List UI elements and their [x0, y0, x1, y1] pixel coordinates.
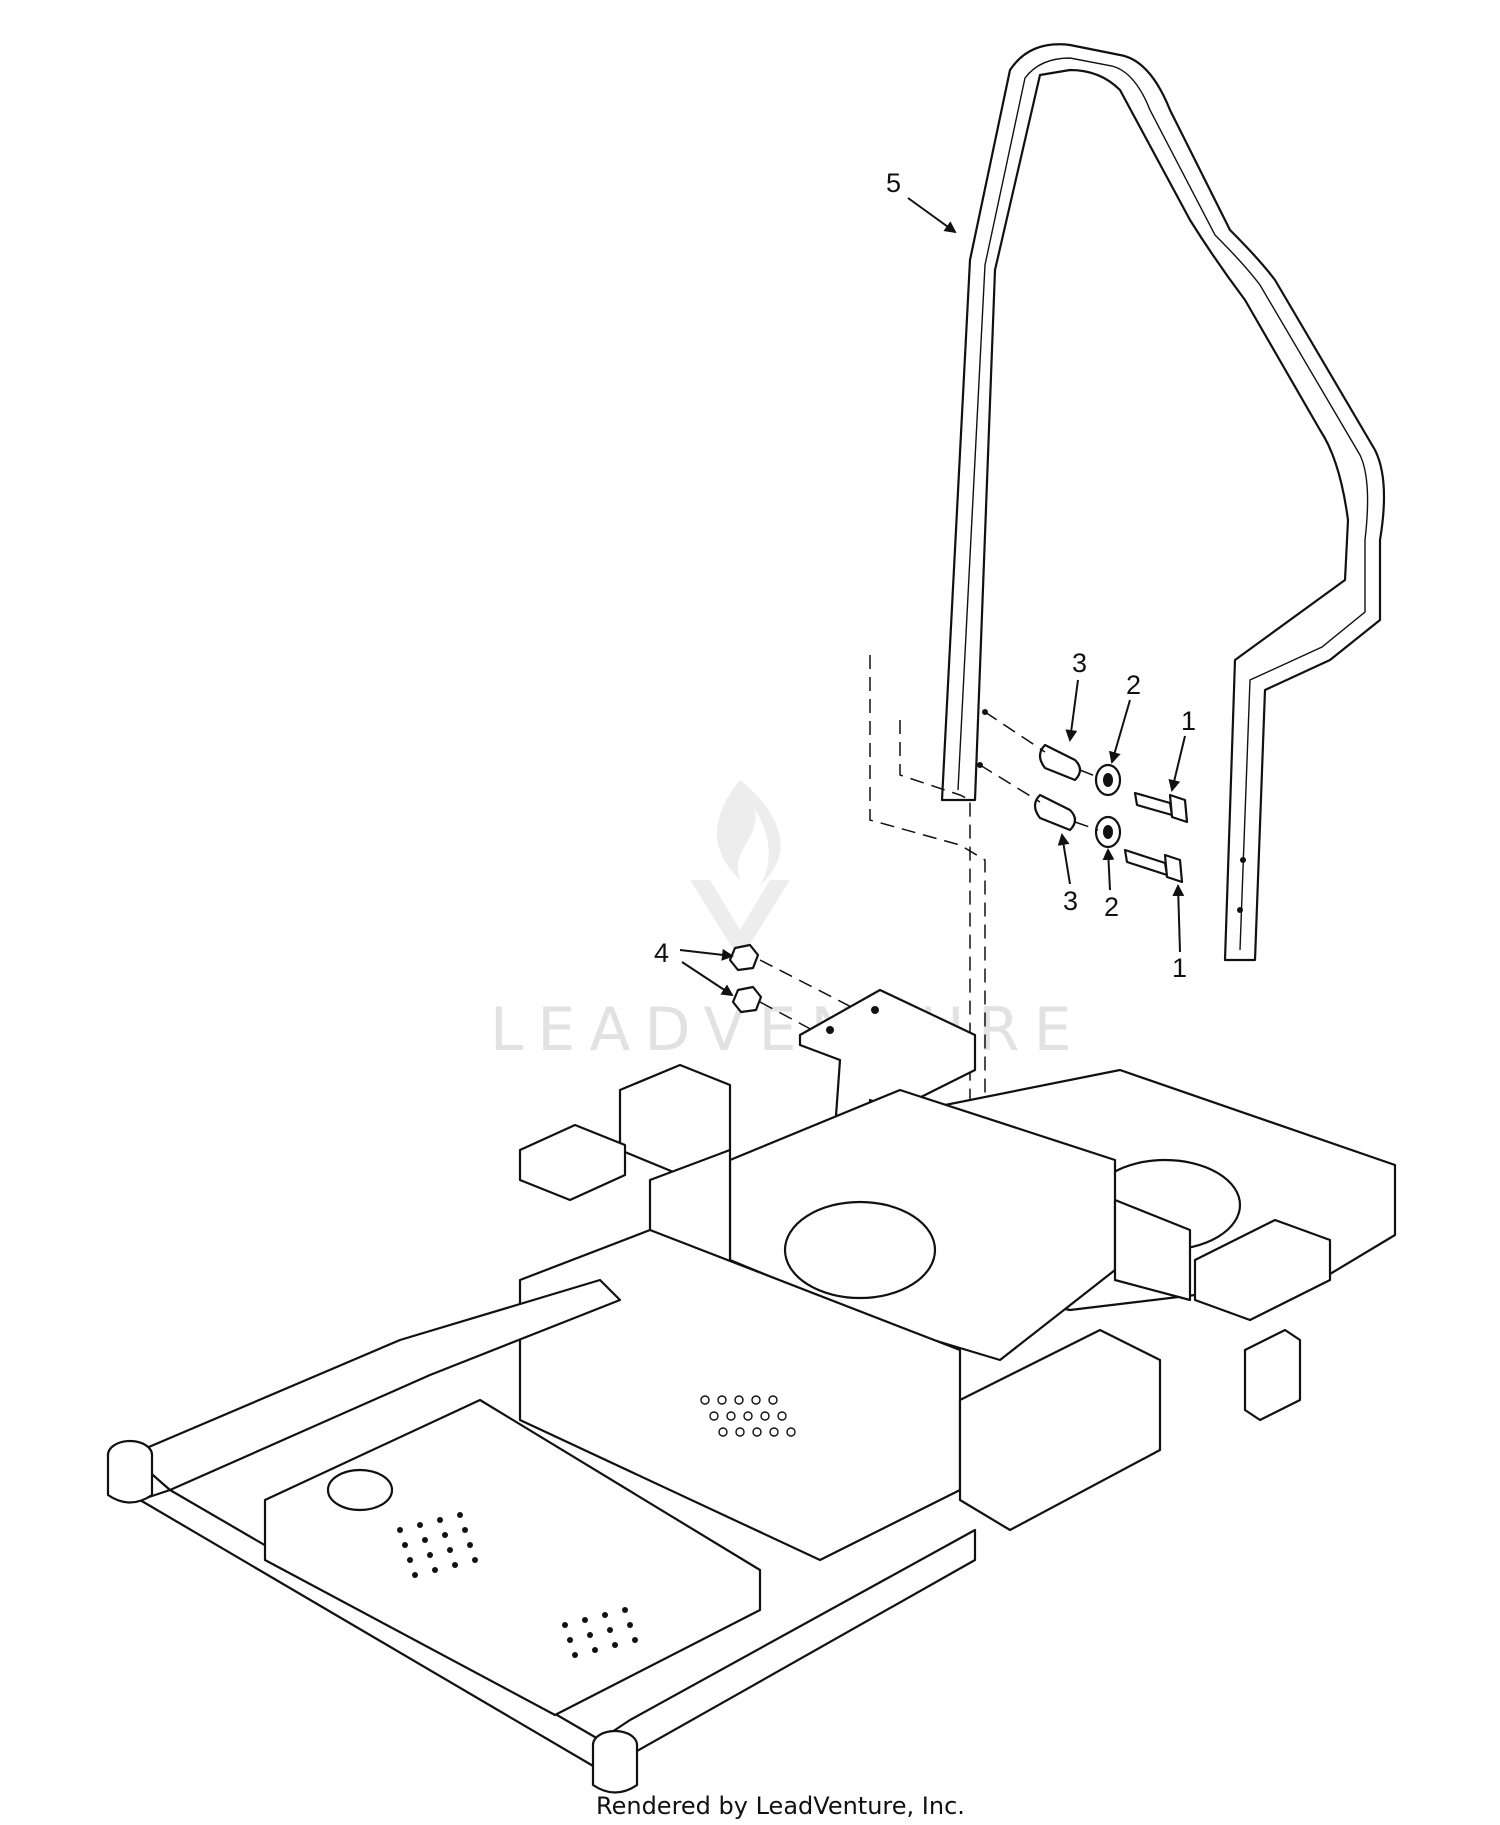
watermark-text: LEADVENTURE	[490, 995, 1086, 1065]
footer-credit: Rendered by LeadVenture, Inc.	[596, 1792, 965, 1820]
nut-lower	[731, 985, 763, 1014]
watermark-logo	[690, 780, 790, 960]
vent-holes	[700, 1395, 796, 1437]
nut-upper	[728, 943, 760, 972]
callout-3-lower: 3	[1063, 886, 1078, 916]
callout-4: 4	[654, 938, 669, 968]
callout-1-lower: 1	[1172, 953, 1187, 983]
callout-2-upper: 2	[1126, 670, 1141, 700]
mount-bracket	[798, 988, 977, 1142]
spacer-lower	[1033, 793, 1077, 832]
bolt-upper	[1133, 791, 1189, 824]
mower-frame	[106, 1063, 1397, 1794]
callout-5: 5	[886, 168, 901, 198]
callout-3-upper: 3	[1072, 648, 1087, 678]
bolt-lower	[1123, 848, 1184, 884]
callout-leaders	[679, 197, 1186, 997]
tread-pattern-lower	[562, 1607, 638, 1658]
callout-1-upper: 1	[1181, 706, 1196, 736]
tread-pattern-upper	[397, 1512, 478, 1578]
washer-upper	[1094, 763, 1122, 797]
washer-lower	[1094, 815, 1122, 849]
callout-2-lower: 2	[1104, 892, 1119, 922]
roll-bar	[940, 43, 1386, 962]
spacer-upper	[1038, 743, 1082, 782]
